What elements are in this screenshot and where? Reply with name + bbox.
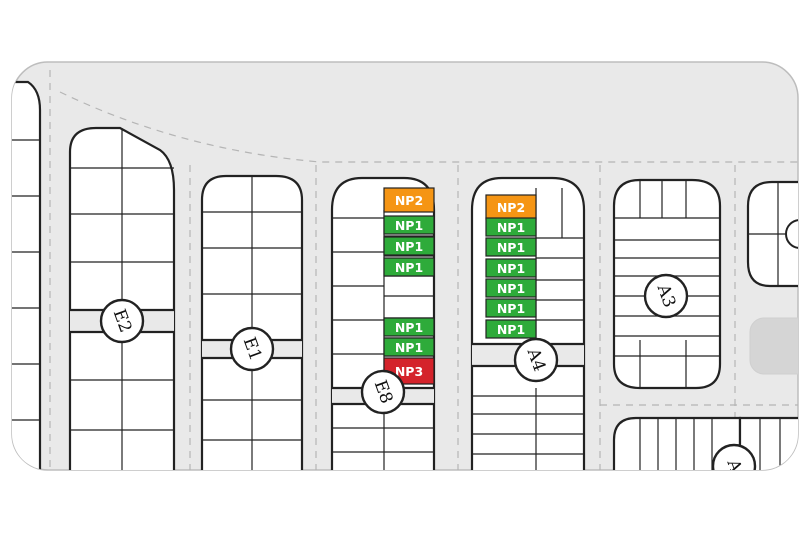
lot-tag-fill bbox=[485, 298, 537, 318]
label-circle bbox=[360, 369, 406, 415]
lot-tag-np1[interactable]: NP1 bbox=[485, 258, 537, 278]
park-area bbox=[749, 317, 798, 375]
lot-tag-np1[interactable]: NP1 bbox=[485, 278, 537, 298]
lot-tag-label: NP1 bbox=[395, 320, 423, 335]
block-label-a4[interactable]: A4 bbox=[513, 337, 559, 383]
label-circle bbox=[711, 443, 757, 470]
lot-status-tags: NP2NP1NP1NP1NP1NP1NP3NP2NP1NP1NP1NP1NP1N… bbox=[383, 187, 537, 385]
lot-tag-np1[interactable]: NP1 bbox=[485, 217, 537, 237]
lot-tag-label: NP1 bbox=[497, 322, 525, 337]
lot-tag-label: NP1 bbox=[497, 301, 525, 316]
lot-tag-fill bbox=[485, 237, 537, 257]
block-bottom-right bbox=[612, 416, 798, 470]
lot-tag-label: NP2 bbox=[395, 193, 423, 208]
lot-tag-label: NP1 bbox=[497, 220, 525, 235]
label-circle bbox=[99, 298, 145, 344]
block-label-e2[interactable]: E2 bbox=[99, 298, 145, 344]
lot-tag-label: NP1 bbox=[395, 260, 423, 275]
lot-tag-fill bbox=[383, 236, 435, 256]
lot-tag-label: NP1 bbox=[497, 281, 525, 296]
lot-tag-label: NP3 bbox=[395, 364, 423, 379]
label-circle bbox=[643, 273, 689, 319]
lot-tag-label: NP1 bbox=[497, 261, 525, 276]
lot-tag-fill bbox=[485, 217, 537, 237]
lot-tag-fill bbox=[485, 258, 537, 278]
lot-tag-np1[interactable]: NP1 bbox=[383, 236, 435, 256]
lot-tag-label: NP1 bbox=[395, 218, 423, 233]
block-right-top bbox=[746, 180, 798, 288]
road-centerlines bbox=[49, 70, 798, 470]
lot-tag-np1[interactable]: NP1 bbox=[485, 237, 537, 257]
lot-tag-label: NP1 bbox=[395, 239, 423, 254]
lot-tag-np1[interactable]: NP1 bbox=[383, 215, 435, 235]
lot-tag-fill bbox=[485, 319, 537, 339]
label-circle bbox=[229, 326, 275, 372]
lot-tag-label: NP1 bbox=[395, 340, 423, 355]
lot-tag-fill bbox=[485, 278, 537, 298]
label-circle bbox=[513, 337, 559, 383]
lot-tag-np1[interactable]: NP1 bbox=[383, 317, 435, 337]
lot-tag-np1[interactable]: NP1 bbox=[383, 337, 435, 357]
block-left-column bbox=[12, 80, 42, 470]
lot-tag-label: NP2 bbox=[497, 200, 525, 215]
lot-tag-fill bbox=[383, 257, 435, 277]
lot-tag-fill bbox=[485, 194, 537, 220]
lot-tag-np2[interactable]: NP2 bbox=[383, 187, 435, 213]
lot-tag-fill bbox=[383, 317, 435, 337]
lot-tag-fill bbox=[383, 187, 435, 213]
block-label-a3[interactable]: A3 bbox=[643, 273, 689, 319]
lot-tag-label: NP1 bbox=[497, 240, 525, 255]
lot-tag-fill bbox=[383, 337, 435, 357]
lot-tag-fill bbox=[383, 215, 435, 235]
block-label-e8[interactable]: E8 bbox=[360, 369, 406, 415]
block-label-e1[interactable]: E1 bbox=[229, 326, 275, 372]
lot-tag-np1[interactable]: NP1 bbox=[383, 257, 435, 277]
lot-tag-np1[interactable]: NP1 bbox=[485, 298, 537, 318]
lot-tag-np2[interactable]: NP2 bbox=[485, 194, 537, 220]
block-label-a-partial[interactable]: A bbox=[711, 443, 757, 487]
lot-tag-np1[interactable]: NP1 bbox=[485, 319, 537, 339]
